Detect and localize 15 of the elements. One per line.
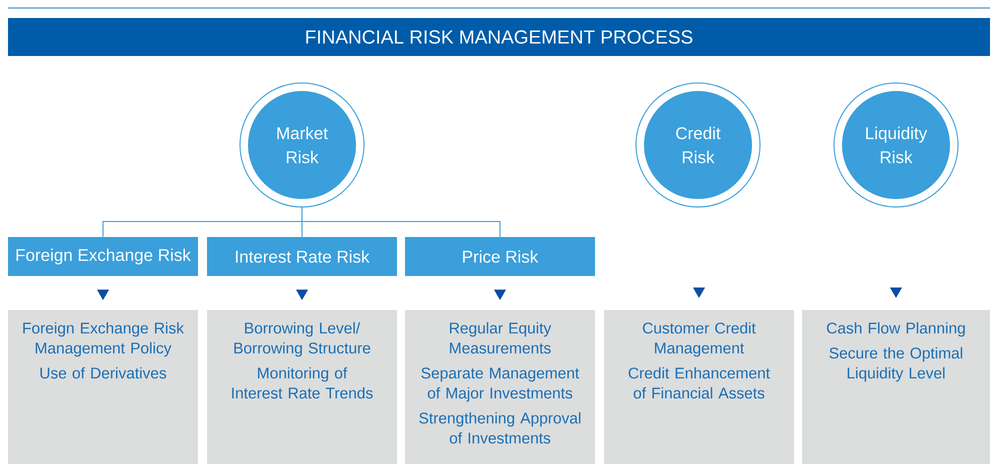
measure-panel: Regular Equity Measurements Separate Management of Major Investments Strengthening Approval of Investments xyxy=(405,310,595,464)
risk-box: Price Risk xyxy=(405,237,595,276)
measure-panel: Borrowing Level/ Borrowing Structure Monitoring of Interest Rate Trends xyxy=(207,310,397,464)
measure-panel: Cash Flow Planning Secure the Optimal Liquidity Level xyxy=(802,310,990,464)
down-arrow xyxy=(890,288,902,298)
measure-panel: Foreign Exchange Risk Management Policy Use of Derivatives xyxy=(8,310,198,464)
down-arrow xyxy=(692,288,706,298)
title-bar: FINANCIAL RISK MANAGEMENT PROCESS xyxy=(8,18,990,56)
down-arrow xyxy=(96,290,110,300)
risk-box: Interest Rate Risk xyxy=(207,237,397,276)
connector-line xyxy=(302,207,500,238)
down-arrow xyxy=(494,290,506,300)
down-arrow xyxy=(296,290,308,300)
risk-box: Foreign Exchange Risk xyxy=(8,237,198,276)
measure-panel: Customer Credit Management Credit Enhancement of Financial Assets xyxy=(604,310,794,464)
